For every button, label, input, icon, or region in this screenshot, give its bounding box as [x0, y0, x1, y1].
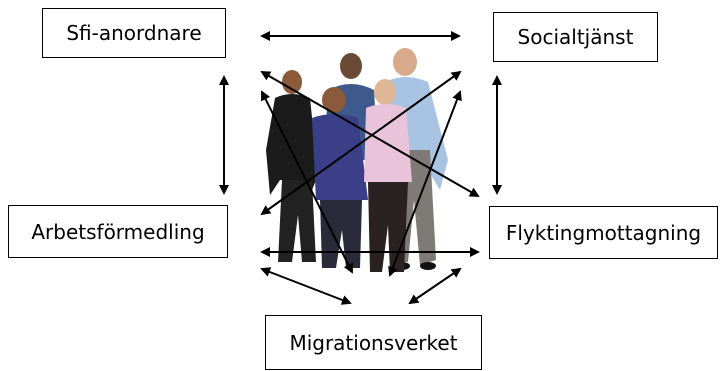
node-socialtjanst: Socialtjänst — [493, 12, 658, 62]
node-label: Socialtjänst — [517, 25, 634, 49]
arrow-sfi-flyktingmottagning — [260, 71, 480, 197]
node-label: Sfi-anordnare — [66, 21, 202, 45]
node-label: Migrationsverket — [289, 330, 458, 355]
arrow-socialtjanst-migrationsverket — [388, 90, 462, 277]
arrow-flyktingmottagning-migrationsverket — [408, 267, 462, 305]
node-flyktingmottagning: Flyktingmottagning — [489, 206, 718, 259]
node-arbetsformedling: Arbetsförmedling — [8, 205, 228, 258]
node-label: Arbetsförmedling — [31, 219, 205, 244]
arrow-socialtjanst-arbetsformedling — [260, 70, 462, 216]
node-migrationsverket: Migrationsverket — [265, 315, 482, 370]
arrow-sfi-migrationsverket — [261, 90, 353, 274]
arrow-arbetsformedling-migrationsverket — [260, 267, 352, 305]
node-label: Flyktingmottagning — [505, 220, 702, 245]
node-sfi-anordnare: Sfi-anordnare — [42, 8, 226, 58]
